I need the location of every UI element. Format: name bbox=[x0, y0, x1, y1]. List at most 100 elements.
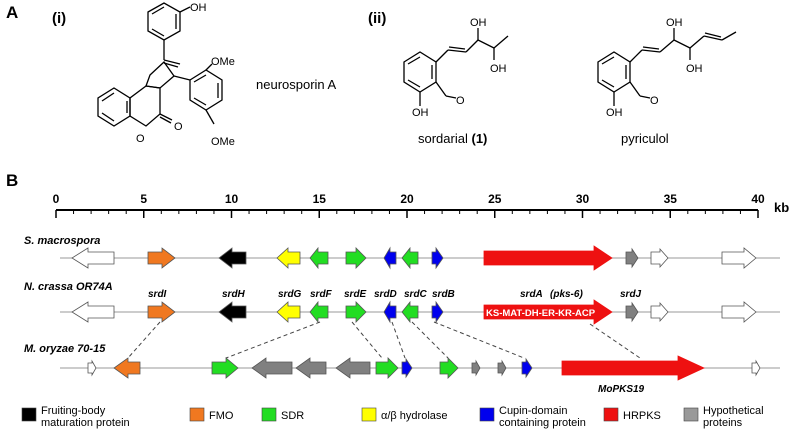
gene-sdr-3 bbox=[439, 357, 459, 379]
pyriculol-oh-mid-label: OH bbox=[686, 63, 703, 75]
gene-cupin-1 bbox=[401, 357, 413, 379]
legend-label: containing protein bbox=[499, 417, 586, 429]
pyriculol-label: pyriculol bbox=[621, 131, 669, 146]
gene-hypo-1 bbox=[71, 301, 115, 323]
genes-m-oryzae bbox=[87, 355, 761, 381]
gene-fmo bbox=[113, 357, 141, 379]
gene-sdr-2 bbox=[345, 247, 367, 269]
scale-unit: kb bbox=[774, 200, 789, 215]
legend-label: SDR bbox=[281, 410, 304, 422]
legend-label: Hypothetical bbox=[703, 405, 764, 417]
legend-swatch bbox=[261, 407, 277, 422]
organism-n-crassa: N. crassa OR74A bbox=[24, 281, 113, 293]
gene-sdr-1 bbox=[309, 300, 329, 324]
gene-label-srdi: srdI bbox=[148, 289, 167, 300]
sordarial-structure bbox=[403, 28, 509, 106]
sordarial-oh-top-label: OH bbox=[470, 17, 487, 29]
scale-tick-label: 0 bbox=[53, 192, 60, 206]
gene-cupin-2 bbox=[521, 357, 533, 379]
gene-fmo bbox=[147, 301, 176, 323]
gene-cupin-2 bbox=[431, 300, 444, 324]
gene-label-srdg: srdG bbox=[278, 289, 302, 300]
pyriculol-structure bbox=[597, 28, 737, 106]
scale-tick-label: 25 bbox=[488, 192, 502, 206]
legend-label: proteins bbox=[703, 417, 743, 429]
neurosporin-oh-label: OH bbox=[190, 2, 207, 14]
neurosporin-a-label: neurosporin A bbox=[256, 77, 337, 92]
gene-label-srdf: srdF bbox=[310, 289, 333, 300]
gene-label-srdh: srdH bbox=[222, 289, 246, 300]
pyriculol-oh-top-label: OH bbox=[666, 17, 683, 29]
gene-sdr-3 bbox=[401, 300, 419, 324]
legend-swatch bbox=[21, 407, 37, 422]
gene-hrpks bbox=[483, 299, 613, 325]
panel-b-label: B bbox=[6, 171, 18, 190]
neurosporin-ome-bottom-label: OMe bbox=[211, 136, 235, 148]
gene-labels: srdI srdH srdG srdF srdE srdD srdC srdB … bbox=[148, 289, 642, 300]
gene-sdr-3 bbox=[401, 246, 419, 270]
neurosporin-carbonyl-o-label: O bbox=[174, 121, 183, 133]
gene-cupin-1 bbox=[383, 300, 397, 324]
scale-tick-label: 40 bbox=[751, 192, 765, 206]
legend-swatch bbox=[683, 407, 699, 422]
gene-label-srde: srdE bbox=[344, 289, 367, 300]
legend-swatch bbox=[603, 407, 619, 422]
gene-hydrolase bbox=[276, 247, 301, 269]
gene-hypo-1 bbox=[71, 247, 115, 269]
sordarial-oh-bottom-label: OH bbox=[412, 107, 429, 119]
gene-hypo-gray-1 bbox=[251, 357, 293, 379]
panel-a-label: A bbox=[6, 3, 18, 22]
legend-label: maturation protein bbox=[41, 417, 130, 429]
legend-item: FMO bbox=[189, 407, 234, 422]
gene-cupin-1 bbox=[383, 246, 397, 270]
neurosporin-ring-o-label: O bbox=[136, 133, 145, 145]
gene-label-srdj: srdJ bbox=[620, 289, 642, 300]
gene-hypo-3 bbox=[721, 247, 757, 269]
legend-item: α/β hydrolase bbox=[361, 407, 448, 422]
legend-item: HRPKS bbox=[603, 407, 661, 422]
legend-label: Fruiting-body bbox=[41, 405, 106, 417]
pyriculol-oh-bottom-label: OH bbox=[606, 107, 623, 119]
neurosporin-ome-top-label: OMe bbox=[211, 56, 235, 68]
legend-label: α/β hydrolase bbox=[381, 410, 448, 422]
scale-tick-label: 15 bbox=[313, 192, 327, 206]
scale-tick-label: 35 bbox=[664, 192, 678, 206]
sordarial-oh-mid-label: OH bbox=[490, 63, 507, 75]
gene-hrpks bbox=[561, 355, 705, 381]
scale-tick-label: 10 bbox=[225, 192, 239, 206]
gene-fruiting-body bbox=[218, 301, 247, 323]
gene-sdr-2 bbox=[345, 301, 367, 323]
gene-sdr-2 bbox=[375, 357, 399, 379]
scale-tick-label: 30 bbox=[576, 192, 590, 206]
homology-links bbox=[127, 321, 641, 359]
panel-a-sub-ii: (ii) bbox=[368, 10, 386, 27]
pks-domains-label: KS-MAT-DH-ER-KR-ACP bbox=[486, 308, 596, 319]
gene-hypo-gray-5 bbox=[497, 359, 507, 377]
legend-label: HRPKS bbox=[623, 410, 661, 422]
gene-hypo-gray bbox=[625, 247, 639, 269]
gene-label-srdd: srdD bbox=[374, 289, 397, 300]
neurosporin-a-structure bbox=[97, 2, 223, 127]
gene-fmo bbox=[147, 247, 176, 269]
sordarial-aldehyde-o-label: O bbox=[456, 95, 465, 107]
organism-s-macrospora: S. macrospora bbox=[24, 235, 100, 247]
gene-hypo-gray bbox=[625, 301, 639, 323]
mopks19-label: MoPKS19 bbox=[598, 384, 645, 395]
scale-bar: 0 5 10 15 20 25 30 35 40 bbox=[53, 192, 765, 218]
scale-tick-label: 5 bbox=[140, 192, 147, 206]
gene-hypo-2 bbox=[650, 247, 669, 269]
legend-label: Cupin-domain bbox=[499, 405, 567, 417]
gene-label-pks6: (pks-6) bbox=[550, 289, 583, 300]
legend-swatch bbox=[189, 407, 205, 422]
scale-tick-label: 20 bbox=[400, 192, 414, 206]
panel-a-sub-i: (i) bbox=[52, 10, 66, 27]
genes-n-crassa bbox=[71, 299, 757, 325]
gene-label-srda: srdA bbox=[520, 289, 543, 300]
legend-swatch bbox=[479, 407, 495, 422]
gene-hydrolase bbox=[276, 301, 301, 323]
